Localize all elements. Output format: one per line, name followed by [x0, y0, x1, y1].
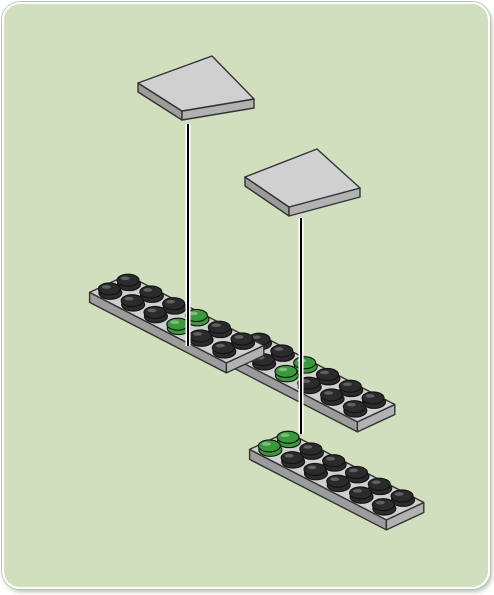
stud-top: [190, 330, 212, 342]
stud-top: [271, 345, 293, 357]
stud-top: [323, 455, 345, 467]
stud-top: [343, 401, 365, 413]
stud: [343, 401, 367, 417]
stud-top: [163, 298, 185, 310]
stud-shine: [376, 501, 385, 505]
stud-shine: [216, 344, 225, 348]
stud-shine: [285, 454, 294, 458]
stud-shine: [330, 477, 339, 481]
stud: [304, 463, 328, 479]
stud-shine: [102, 285, 111, 289]
stud-shine: [303, 445, 312, 449]
stud-shine: [343, 382, 352, 386]
stud-top: [144, 306, 166, 318]
stud-shine: [320, 371, 329, 375]
stud: [321, 389, 345, 405]
stud-top: [316, 368, 338, 380]
stud-shine: [395, 492, 404, 496]
stud-top: [258, 440, 280, 452]
stud-shine: [235, 335, 244, 339]
stud-shine: [170, 320, 179, 324]
stud-top: [368, 478, 390, 490]
stud-shine: [326, 457, 335, 461]
stud-top: [212, 342, 234, 354]
stud: [190, 330, 214, 346]
instruction-panel: [2, 2, 490, 589]
stud-top: [321, 389, 343, 401]
stud-shine: [278, 368, 287, 372]
stud-highlighted: [258, 440, 282, 456]
stud-top: [294, 357, 316, 369]
stud-shine: [212, 323, 221, 327]
stud-shine: [366, 394, 375, 398]
stud-top: [339, 380, 361, 392]
stud-top: [231, 333, 253, 345]
stud-top: [275, 365, 297, 377]
stud-highlighted: [275, 365, 299, 381]
stud: [350, 487, 374, 503]
stud-top: [345, 466, 367, 478]
stud: [121, 295, 145, 311]
stud-shine: [125, 297, 134, 301]
stud-shine: [307, 466, 316, 470]
stud-shine: [274, 347, 283, 351]
stud-top: [391, 490, 413, 502]
stud-shine: [349, 469, 358, 473]
stud-top: [350, 487, 372, 499]
stud-shine: [353, 489, 362, 493]
stud-top: [98, 283, 120, 295]
stud-top: [117, 274, 139, 286]
stud: [372, 499, 396, 515]
stud-shine: [193, 332, 202, 336]
stud-shine: [347, 403, 356, 407]
stud-top: [140, 286, 162, 298]
stud-shine: [147, 309, 156, 313]
stud: [327, 475, 351, 491]
stud-shine: [143, 288, 152, 292]
stud-shine: [262, 442, 271, 446]
stud-shine: [324, 391, 333, 395]
stud-top: [327, 475, 349, 487]
stud-top: [300, 443, 322, 455]
stud-shine: [372, 480, 381, 484]
stud-shine: [281, 433, 290, 437]
stud-top: [304, 463, 326, 475]
stud: [281, 452, 305, 468]
build-step-diagram: [4, 4, 490, 589]
stud-shine: [166, 300, 175, 304]
stud: [144, 306, 168, 322]
stud: [98, 283, 122, 299]
stud-top: [208, 321, 230, 333]
stud-top: [277, 431, 299, 443]
stud-top: [372, 499, 394, 511]
stud-top: [121, 295, 143, 307]
stud-shine: [121, 276, 130, 280]
stud-top: [167, 318, 189, 330]
stud-top: [362, 392, 384, 404]
stud-top: [281, 452, 303, 464]
stud: [212, 342, 236, 358]
